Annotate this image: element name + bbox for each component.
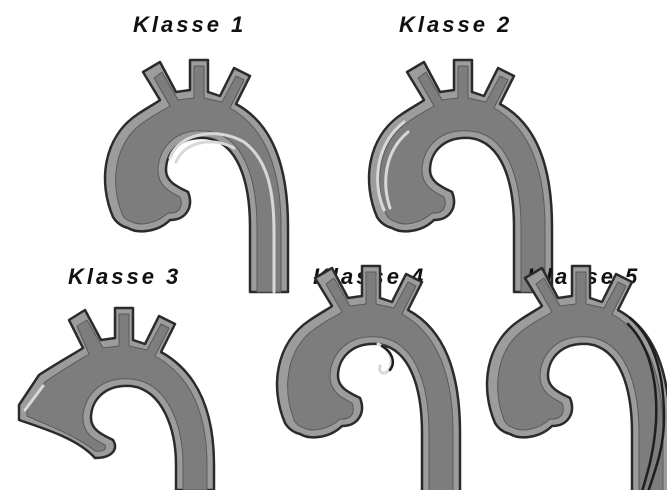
aorta-diagram-klasse-2 bbox=[362, 42, 562, 302]
panel-label-klasse-2: Klasse 2 bbox=[399, 12, 512, 38]
panel-label-klasse-3: Klasse 3 bbox=[68, 264, 181, 290]
aorta-diagram-klasse-1 bbox=[98, 42, 298, 302]
aorta-diagram-klasse-3 bbox=[14, 290, 219, 490]
aorta-diagram-klasse-4 bbox=[270, 290, 470, 490]
inner-flap-segment bbox=[176, 142, 234, 162]
aorta-diagram-klasse-5 bbox=[480, 290, 667, 490]
intimal-tear-edge bbox=[382, 346, 393, 370]
panel-label-klasse-1: Klasse 1 bbox=[133, 12, 246, 38]
